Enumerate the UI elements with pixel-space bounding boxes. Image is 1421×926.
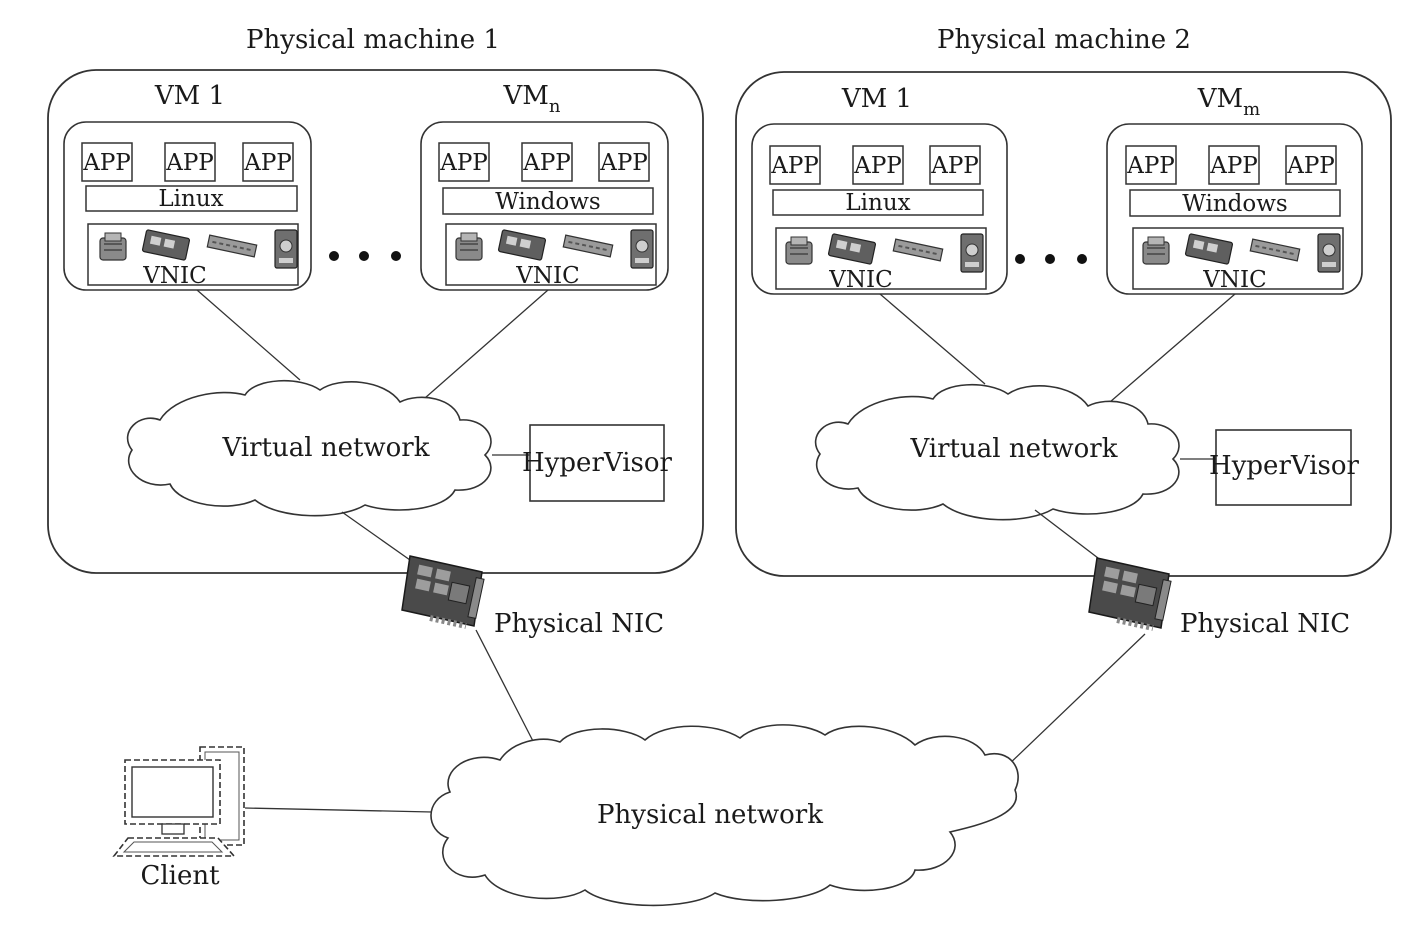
link-line <box>1004 633 1146 769</box>
app-box <box>1208 145 1260 185</box>
network-card-icon <box>402 556 484 626</box>
app-label: APP <box>82 150 131 176</box>
cloud-icon <box>814 384 1180 521</box>
vnic-label: VNIC <box>515 263 579 289</box>
vm-box <box>63 121 312 291</box>
app-box <box>929 145 981 185</box>
physical-network-label: Physical network <box>597 800 823 830</box>
network-card-icon <box>1089 558 1171 628</box>
app-label: APP <box>853 153 902 179</box>
app-label: APP <box>522 150 571 176</box>
vnic-label: VNIC <box>828 267 892 293</box>
os-label: Linux <box>158 186 223 212</box>
vm-box <box>751 123 1008 295</box>
vnic-box <box>87 223 299 286</box>
vm-box <box>420 121 669 291</box>
link-line <box>879 293 986 385</box>
nic-label: Physical NIC <box>494 609 664 639</box>
physical-machine-1: Physical machine 1 VM 1 APP APP APP Linu… <box>47 25 704 639</box>
hypervisor-box <box>529 424 665 502</box>
vnic-label: VNIC <box>142 263 206 289</box>
app-box <box>438 142 490 182</box>
os-label: Windows <box>495 189 600 215</box>
cloud-icon <box>430 724 1019 907</box>
app-row: APP APP APP <box>769 145 981 185</box>
app-row: APP APP APP <box>1125 145 1337 185</box>
app-label: APP <box>1126 153 1175 179</box>
vnic-box <box>445 223 657 286</box>
os-box <box>1129 189 1341 217</box>
app-label: APP <box>1286 153 1335 179</box>
os-label: Windows <box>1182 191 1287 217</box>
app-box <box>164 142 216 182</box>
app-label: APP <box>439 150 488 176</box>
physical-machine-2: Physical machine 2 VM 1 APP APP APP Linu… <box>735 25 1392 639</box>
vm-label: VMm <box>1197 84 1260 120</box>
virtual-network-label: Virtual network <box>909 434 1117 464</box>
app-label: APP <box>243 150 292 176</box>
link-line <box>244 807 433 813</box>
app-box <box>81 142 133 182</box>
app-box <box>521 142 573 182</box>
vnic-label: VNIC <box>1202 267 1266 293</box>
ellipsis <box>329 251 401 261</box>
vnic-box <box>1132 227 1344 290</box>
link-line <box>196 289 301 381</box>
hypervisor-box <box>1215 429 1352 506</box>
os-label: Linux <box>845 190 910 216</box>
vm-label: VM 1 <box>841 84 912 114</box>
vnic-box <box>775 227 987 290</box>
app-label: APP <box>599 150 648 176</box>
vm-label: VMn <box>503 81 561 117</box>
link-line <box>475 629 536 746</box>
virtual-network-label: Virtual network <box>221 433 429 463</box>
os-box <box>442 187 654 215</box>
machine-title: Physical machine 2 <box>937 25 1191 55</box>
app-label: APP <box>770 153 819 179</box>
link-line <box>424 289 549 399</box>
app-label: APP <box>930 153 979 179</box>
app-box <box>1285 145 1337 185</box>
client-label: Client <box>140 861 220 891</box>
machine-frame <box>735 71 1392 577</box>
link-line <box>341 511 411 561</box>
app-label: APP <box>1209 153 1258 179</box>
ellipsis <box>1015 254 1087 264</box>
vm-label: VM 1 <box>154 81 225 111</box>
os-box <box>772 189 984 216</box>
hypervisor-label: HyperVisor <box>1209 451 1359 481</box>
app-box <box>1125 145 1177 185</box>
link-line <box>1109 293 1236 403</box>
app-box <box>852 145 904 185</box>
app-box <box>769 145 821 185</box>
machine-frame <box>47 69 704 574</box>
app-box <box>242 142 294 182</box>
computer-monitor-icon <box>112 746 245 857</box>
app-row: APP APP APP <box>81 142 294 182</box>
machine-title: Physical machine 1 <box>246 25 500 55</box>
app-box <box>598 142 650 182</box>
app-label: APP <box>165 150 214 176</box>
os-box <box>85 185 298 212</box>
link-line <box>1034 509 1099 559</box>
app-row: APP APP APP <box>438 142 650 182</box>
hypervisor-label: HyperVisor <box>522 448 672 478</box>
nic-label: Physical NIC <box>1180 609 1350 639</box>
cloud-icon <box>126 380 492 517</box>
